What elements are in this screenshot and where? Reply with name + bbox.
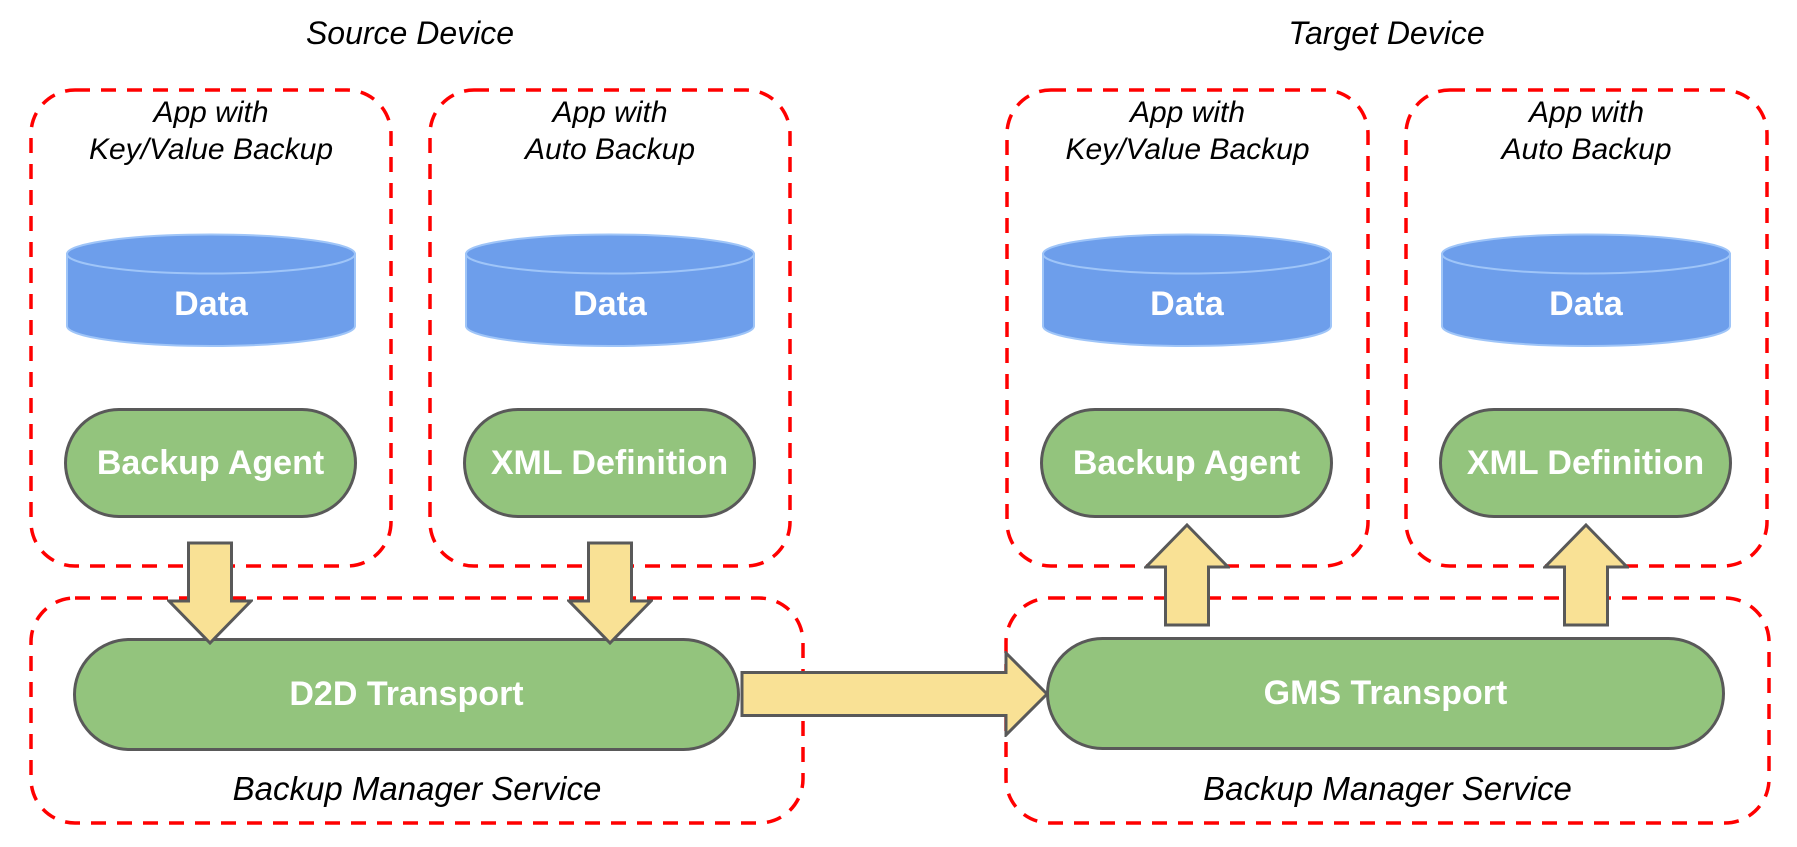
app-label-line1: App with xyxy=(552,96,668,129)
transport-pill-label: GMS Transport xyxy=(1263,674,1508,712)
component-pill-label: Backup Agent xyxy=(1072,443,1301,482)
cylinder-shape xyxy=(1042,233,1332,347)
backup-manager-label-source: Backup Manager Service xyxy=(232,770,602,807)
arrow-up-gms-to-backup-agent-icon xyxy=(1144,523,1230,627)
target-device-title: Target Device xyxy=(1288,15,1485,51)
component-pill-label: XML Definition xyxy=(490,443,729,482)
data-cylinder-label: Data xyxy=(1549,285,1623,323)
arrow-down-xml-definition-to-d2d-icon xyxy=(567,541,653,645)
app-box-target-auto xyxy=(1404,88,1769,568)
data-cylinder-label: Data xyxy=(573,285,647,323)
data-cylinder-target-keyvalue: Data xyxy=(1041,233,1333,348)
app-label-line2: Auto Backup xyxy=(1501,133,1672,166)
source-device-title: Source Device xyxy=(305,15,515,51)
app-label-line2: Auto Backup xyxy=(524,133,696,166)
app-label-line2: Key/Value Backup xyxy=(88,133,334,166)
data-cylinder-label: Data xyxy=(1150,285,1224,323)
app-label-target-auto: App with Auto Backup xyxy=(1404,94,1769,168)
cylinder-shape xyxy=(465,233,755,347)
app-label-target-keyvalue: App with Key/Value Backup xyxy=(1005,94,1370,168)
transport-pill-label: D2D Transport xyxy=(289,675,524,713)
app-box-source-auto xyxy=(428,88,792,568)
component-pill-label: XML Definition xyxy=(1466,443,1705,482)
app-label-line1: App with xyxy=(1528,96,1645,129)
data-cylinder-source-auto: Data xyxy=(464,233,756,348)
app-label-source-auto: App with Auto Backup xyxy=(428,94,792,168)
backup-manager-box-target xyxy=(1004,596,1771,825)
arrow-right-d2d-to-gms-icon xyxy=(740,651,1050,737)
data-cylinder-source-keyvalue: Data xyxy=(65,233,357,348)
arrow-up-gms-to-xml-definition-icon xyxy=(1543,523,1629,627)
backup-manager-label-target: Backup Manager Service xyxy=(1203,770,1572,807)
app-label-line1: App with xyxy=(1129,96,1246,129)
cylinder-shape xyxy=(1441,233,1731,347)
backup-manager-box-source xyxy=(29,596,805,825)
transport-pill-d2d: D2D Transport xyxy=(73,638,740,751)
app-label-line2: Key/Value Backup xyxy=(1065,133,1310,166)
app-box-source-keyvalue xyxy=(29,88,393,568)
component-pill-label: Backup Agent xyxy=(96,443,325,482)
app-label-line1: App with xyxy=(153,96,269,129)
app-box-target-keyvalue xyxy=(1005,88,1370,568)
arrow-down-backup-agent-to-d2d-icon xyxy=(167,541,253,645)
transport-pill-gms: GMS Transport xyxy=(1046,637,1725,750)
component-pill-source-backup-agent: Backup Agent xyxy=(64,408,357,518)
cylinder-shape xyxy=(66,233,356,347)
component-pill-target-backup-agent: Backup Agent xyxy=(1040,408,1333,518)
data-cylinder-target-auto: Data xyxy=(1440,233,1732,348)
component-pill-target-xml-definition: XML Definition xyxy=(1439,408,1732,518)
app-label-source-keyvalue: App with Key/Value Backup xyxy=(29,94,393,168)
component-pill-source-xml-definition: XML Definition xyxy=(463,408,756,518)
data-cylinder-label: Data xyxy=(174,285,248,323)
